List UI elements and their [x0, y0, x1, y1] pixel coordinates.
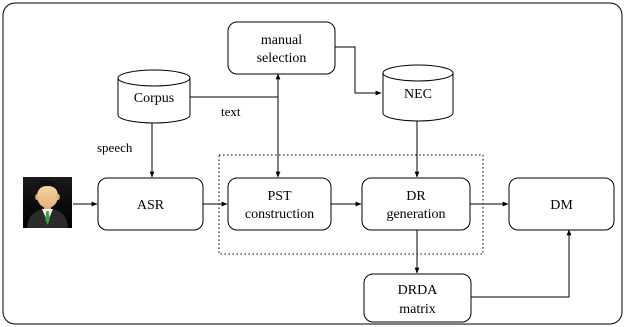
node-dm: DM	[508, 177, 615, 231]
node-dr-generation: DR generation	[361, 177, 471, 231]
node-asr-label: ASR	[137, 198, 165, 213]
node-corpus-label: Corpus	[134, 91, 174, 106]
node-dr-line1: DR	[406, 189, 426, 204]
node-dm-label: DM	[550, 198, 573, 213]
node-drda-matrix: DRDA matrix	[363, 273, 472, 323]
node-drda-line2: matrix	[399, 302, 436, 317]
edge-manual-nec	[335, 46, 382, 96]
node-manual-selection: manual selection	[227, 21, 336, 75]
node-manual-selection-line1: manual	[261, 33, 302, 48]
node-nec: NEC	[382, 64, 454, 122]
edge-label-text: text	[221, 104, 241, 119]
node-corpus: Corpus	[117, 69, 191, 124]
node-pst-line1: PST	[267, 189, 292, 204]
edge-drda-dm	[471, 229, 572, 298]
edge-label-speech: speech	[97, 140, 133, 155]
node-manual-selection-line2: selection	[257, 51, 307, 66]
node-drda-line1: DRDA	[398, 283, 439, 298]
node-pst-line2: construction	[245, 207, 314, 222]
node-dr-line2: generation	[386, 207, 445, 222]
node-asr: ASR	[97, 177, 204, 231]
node-pst-construction: PST construction	[227, 177, 332, 231]
node-nec-label: NEC	[404, 87, 432, 102]
user-avatar-icon	[23, 177, 72, 228]
